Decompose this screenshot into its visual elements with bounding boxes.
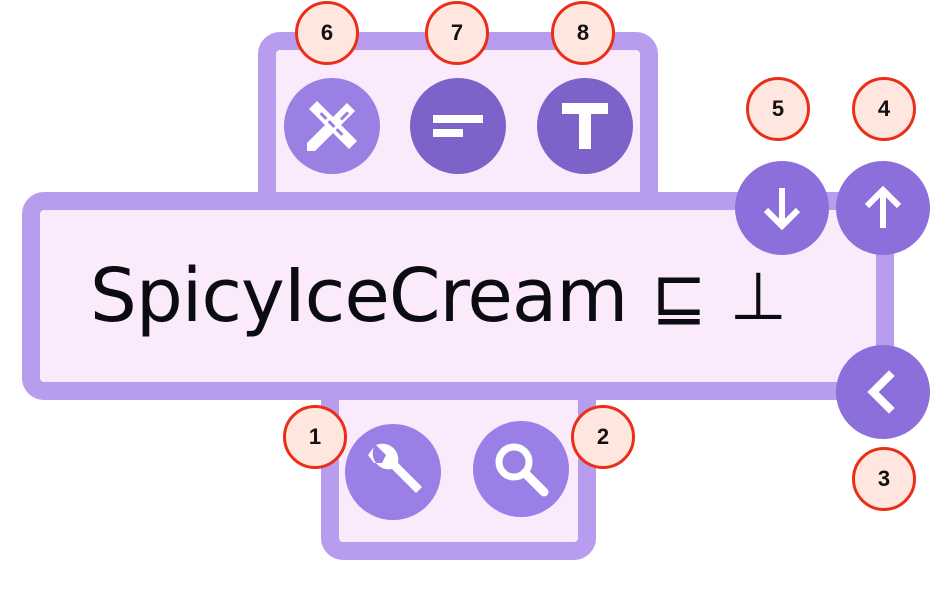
badge-five: 5 — [746, 77, 810, 141]
badge-six: 6 — [295, 1, 359, 65]
back-button[interactable] — [836, 345, 930, 439]
expression-display: SpicyIceCream ⊑ ⊥ — [40, 210, 876, 382]
search-icon — [495, 443, 549, 497]
arrow-down-icon — [763, 188, 801, 231]
expression-symbol-bottom: ⊥ — [729, 257, 787, 335]
text-format-button[interactable] — [537, 78, 633, 174]
align-button[interactable] — [410, 78, 506, 174]
expression-symbol-sqsubseteq: ⊑ — [651, 257, 706, 335]
move-up-button[interactable] — [836, 161, 930, 255]
badge-two: 2 — [571, 405, 635, 469]
tools-button[interactable] — [284, 78, 380, 174]
search-button[interactable] — [473, 421, 569, 517]
wrench-button[interactable] — [345, 424, 441, 520]
arrow-up-icon — [864, 185, 902, 228]
badge-one: 1 — [283, 405, 347, 469]
badge-three: 3 — [852, 447, 916, 511]
badge-seven: 7 — [425, 1, 489, 65]
text-format-icon — [562, 103, 608, 149]
pencil-ruler-cross-icon — [307, 101, 357, 151]
expression-text: SpicyIceCream — [89, 253, 628, 339]
chevron-left-icon — [867, 370, 895, 414]
move-down-button[interactable] — [735, 161, 829, 255]
badge-four: 4 — [852, 77, 916, 141]
align-text-icon — [433, 115, 483, 137]
badge-eight: 8 — [551, 1, 615, 65]
wrench-icon — [368, 443, 422, 493]
